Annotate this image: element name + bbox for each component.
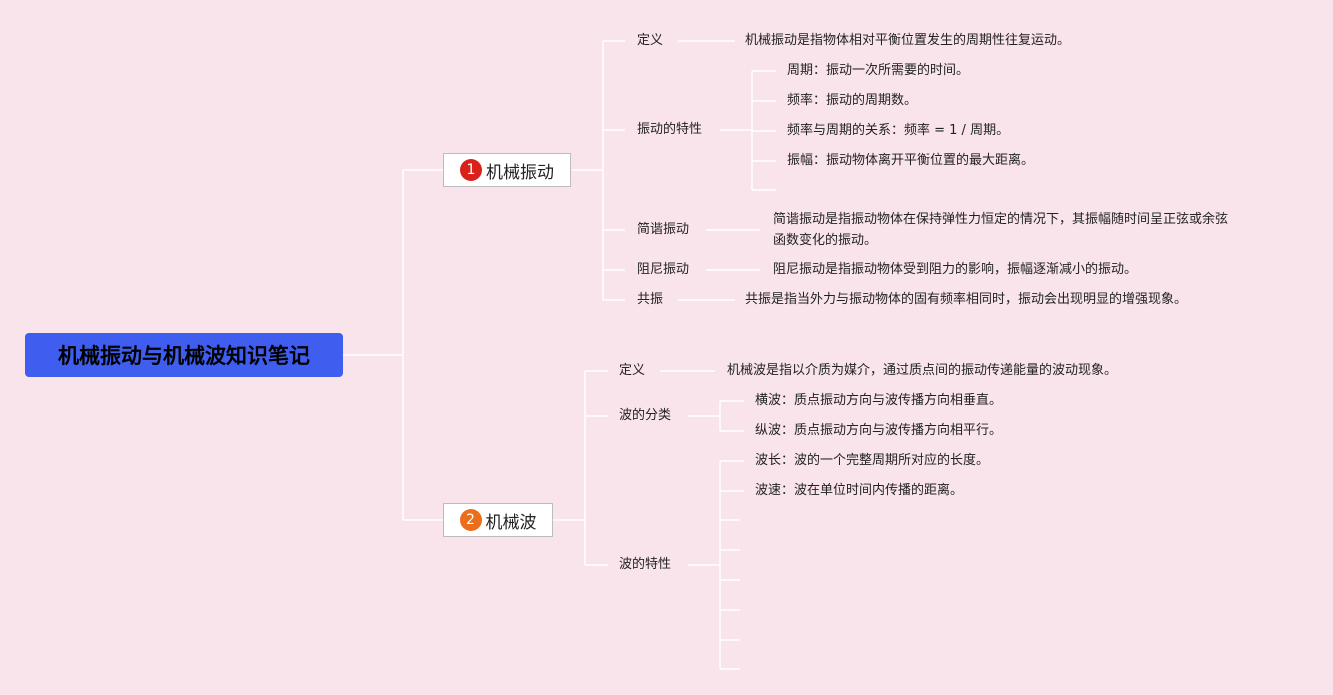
b2-property-wavelength[interactable]: 波长：波的一个完整周期所对应的长度。 (755, 453, 990, 468)
main-topic-2-label: 机械波 (485, 512, 537, 533)
b1-property-frequency[interactable]: 频率：振动的周期数。 (787, 93, 918, 108)
b2-transverse-wave[interactable]: 横波：质点振动方向与波传播方向相垂直。 (755, 393, 1003, 408)
b1-shm-label[interactable]: 简谐振动 (637, 222, 690, 237)
b1-shm-text-line1[interactable]: 简谐振动是指振动物体在保持弹性力恒定的情况下，其振幅随时间呈正弦或余弦 (773, 212, 1229, 227)
b1-definition-label[interactable]: 定义 (637, 33, 664, 48)
main-topic-2[interactable]: 2 机械波 (443, 503, 553, 537)
root-title: 机械振动与机械波知识笔记 (58, 344, 310, 368)
number-badge-2: 2 (459, 509, 482, 531)
b2-longitudinal-wave[interactable]: 纵波：质点振动方向与波传播方向相平行。 (755, 423, 1003, 438)
b1-property-amplitude[interactable]: 振幅：振动物体离开平衡位置的最大距离。 (787, 153, 1035, 168)
b2-definition-label[interactable]: 定义 (619, 363, 646, 378)
b2-definition-text[interactable]: 机械波是指以介质为媒介，通过质点间的振动传递能量的波动现象。 (727, 363, 1118, 378)
b2-classification-label[interactable]: 波的分类 (619, 408, 672, 423)
main-topic-1[interactable]: 1 机械振动 (443, 153, 571, 187)
b1-damped-label[interactable]: 阻尼振动 (637, 262, 690, 277)
b2-properties-label[interactable]: 波的特性 (619, 557, 672, 572)
number-badge-1: 1 (460, 159, 482, 181)
b1-shm-text-line2[interactable]: 函数变化的振动。 (773, 233, 878, 248)
main-topic-1-label: 机械振动 (486, 162, 554, 183)
b1-damped-text[interactable]: 阻尼振动是指振动物体受到阻力的影响，振幅逐渐减小的振动。 (773, 262, 1138, 277)
b1-resonance-text[interactable]: 共振是指当外力与振动物体的固有频率相同时，振动会出现明显的增强现象。 (745, 292, 1188, 307)
b1-property-relation[interactable]: 频率与周期的关系：频率 = 1 / 周期。 (787, 123, 1010, 138)
b2-property-wave-speed[interactable]: 波速：波在单位时间内传播的距离。 (755, 483, 964, 498)
b1-properties-label[interactable]: 振动的特性 (637, 122, 703, 137)
b1-definition-text[interactable]: 机械振动是指物体相对平衡位置发生的周期性往复运动。 (745, 33, 1071, 48)
root-topic[interactable]: 机械振动与机械波知识笔记 (25, 333, 343, 377)
b1-resonance-label[interactable]: 共振 (637, 292, 664, 307)
b1-property-period[interactable]: 周期：振动一次所需要的时间。 (787, 63, 970, 78)
